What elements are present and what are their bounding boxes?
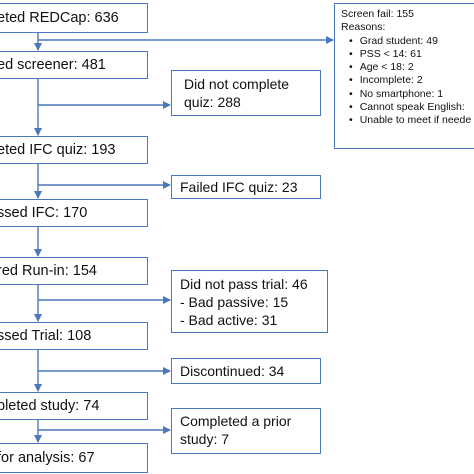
box-passed-trial: ssed Trial: 108 — [0, 322, 148, 350]
box-label: eted REDCap: 636 — [0, 10, 119, 26]
box-completed-study: pleted study: 74 — [0, 392, 148, 420]
box-did-not-complete-quiz: Did not complete quiz: 288 — [171, 70, 321, 116]
box-passed-ifc: ssed IFC: 170 — [0, 199, 148, 227]
reason-item: PSS < 14: 61 — [341, 48, 474, 61]
side-line-2: study: 7 — [180, 431, 230, 447]
side-line-1: Failed IFC quiz: 23 — [180, 179, 298, 195]
box-label: ed screener: 481 — [0, 57, 106, 73]
side-line-3: - Bad active: 31 — [180, 312, 278, 328]
box-completed-redcap: eted REDCap: 636 — [0, 3, 148, 33]
side-line-1: Discontinued: 34 — [180, 363, 285, 379]
reason-item: Unable to meet if neede — [341, 114, 474, 127]
box-failed-ifc-quiz: Failed IFC quiz: 23 — [171, 175, 321, 199]
box-label: eted IFC quiz: 193 — [0, 142, 116, 158]
box-label: pleted study: 74 — [0, 398, 100, 414]
reason-item: Grad student: 49 — [341, 35, 474, 48]
reason-item: Age < 18: 2 — [341, 61, 474, 74]
box-completed-screener: ed screener: 481 — [0, 51, 148, 79]
box-label: for analysis: 67 — [0, 450, 95, 466]
side-line-1: Did not complete — [184, 76, 290, 92]
side-line-2: - Bad passive: 15 — [180, 294, 289, 310]
box-screen-fail: Screen fail: 155 Reasons: Grad student: … — [334, 3, 474, 149]
box-completed-prior-study: Completed a prior study: 7 — [171, 408, 321, 454]
box-did-not-pass-trial: Did not pass trial: 46 - Bad passive: 15… — [171, 270, 328, 333]
box-label: ssed IFC: 170 — [0, 205, 88, 221]
screen-fail-reasons-label: Reasons: — [341, 21, 386, 34]
reason-item: Incomplete: 2 — [341, 74, 474, 87]
screen-fail-title: Screen fail: 155 — [341, 8, 414, 20]
reason-item: No smartphone: 1 — [341, 88, 474, 101]
box-entered-run-in: red Run-in: 154 — [0, 257, 148, 285]
side-line-1: Completed a prior — [180, 413, 292, 429]
box-for-analysis: for analysis: 67 — [0, 443, 148, 473]
box-completed-ifc-quiz: eted IFC quiz: 193 — [0, 136, 148, 164]
side-line-2: quiz: 288 — [184, 94, 241, 110]
box-label: ssed Trial: 108 — [0, 328, 92, 344]
side-line-1: Did not pass trial: 46 — [180, 276, 308, 292]
box-discontinued: Discontinued: 34 — [171, 358, 321, 384]
reason-item: Cannot speak English: — [341, 101, 474, 114]
box-label: red Run-in: 154 — [0, 263, 97, 279]
